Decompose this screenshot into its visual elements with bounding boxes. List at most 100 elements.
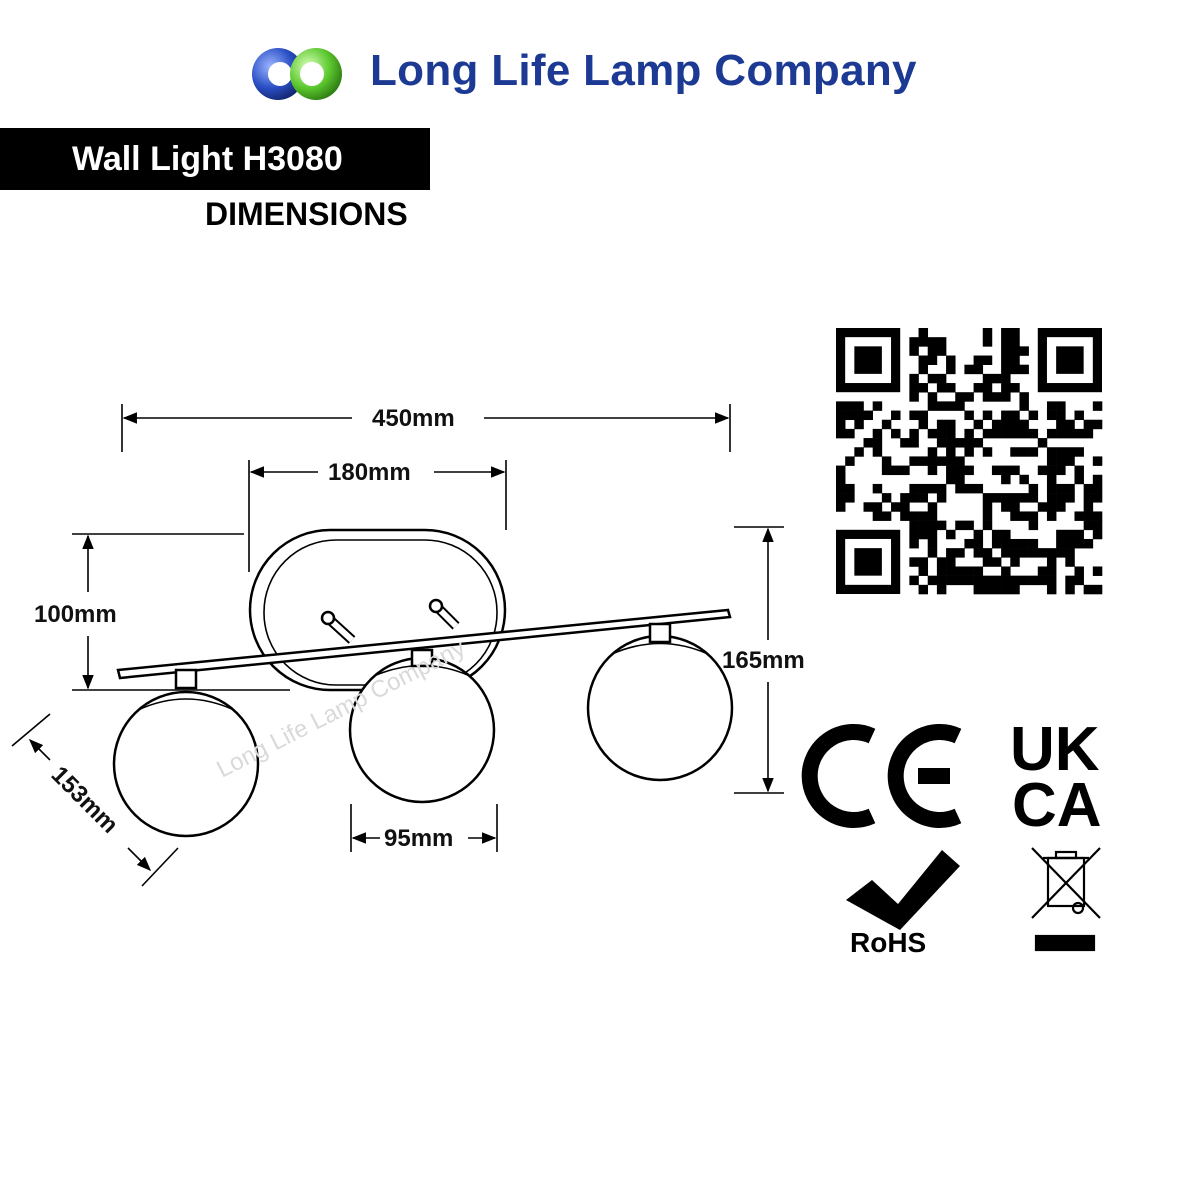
backplate-inner: [263, 539, 498, 686]
qr-module: [927, 511, 938, 521]
qr-module: [1010, 383, 1020, 393]
qr-module: [845, 483, 855, 494]
qr-module: [918, 355, 929, 365]
qr-module: [946, 566, 956, 576]
qr-module: [909, 456, 919, 466]
qr-module: [946, 529, 956, 540]
qr-module: [854, 447, 864, 457]
qr-module: [1010, 575, 1020, 586]
qr-module: [1010, 502, 1020, 512]
qr-module: [1065, 557, 1075, 567]
qr-module: [1074, 410, 1084, 421]
qr-module: [909, 392, 919, 402]
qr-module: [1010, 410, 1020, 421]
stem-cap: [428, 598, 444, 614]
qr-module: [1019, 548, 1029, 558]
qr-module: [1010, 428, 1020, 439]
qr-module: [955, 548, 965, 558]
qr-module: [982, 575, 993, 586]
qr-module: [946, 355, 956, 365]
qr-module: [1010, 548, 1020, 558]
qr-module: [918, 520, 929, 531]
qr-module: [1028, 493, 1039, 503]
qr-finder: [854, 346, 882, 374]
qr-module: [1056, 465, 1066, 476]
qr-module: [936, 428, 947, 439]
qr-module: [982, 410, 993, 421]
qr-module: [1037, 566, 1048, 576]
qr-module: [854, 410, 864, 421]
qr-module: [1056, 502, 1066, 512]
qr-module: [973, 383, 984, 393]
qr-module: [881, 465, 892, 476]
qr-module: [1046, 566, 1057, 576]
qr-module: [1065, 456, 1075, 466]
qr-module: [1083, 584, 1094, 595]
qr-module: [1083, 428, 1094, 439]
qr-module: [1083, 493, 1094, 503]
qr-module: [1010, 328, 1020, 338]
qr-module: [946, 548, 956, 558]
qr-module: [927, 337, 938, 347]
qr-module: [1028, 447, 1039, 457]
qr-module: [1001, 328, 1011, 338]
qr-module: [927, 447, 938, 457]
qr-finder: [854, 548, 882, 576]
label-backplate-width: 180mm: [328, 459, 411, 486]
qr-module: [918, 456, 929, 466]
qr-module: [918, 364, 929, 375]
qr-module: [836, 502, 846, 512]
qr-module: [982, 392, 993, 402]
globe-left: [112, 690, 260, 838]
qr-module: [1046, 410, 1057, 421]
qr-module: [946, 465, 956, 476]
qr-module: [1001, 529, 1011, 540]
qr-module: [863, 438, 873, 448]
qr-module: [1010, 447, 1020, 457]
qr-module: [1046, 575, 1057, 586]
qr-module: [918, 493, 929, 503]
qr-module: [891, 428, 901, 439]
section-subtitle: DIMENSIONS: [205, 196, 408, 232]
product-title: Wall Light H3080: [72, 140, 343, 178]
qr-module: [946, 401, 956, 411]
label-backplate-height: 100mm: [34, 601, 117, 628]
qr-module: [973, 584, 984, 595]
qr-module: [1056, 548, 1066, 558]
qr-module: [982, 557, 993, 567]
qr-module: [936, 557, 947, 567]
qr-module: [918, 410, 929, 421]
qr-module: [1010, 584, 1020, 595]
qr-module: [964, 566, 974, 576]
qr-module: [1010, 511, 1020, 521]
qr-module: [863, 410, 873, 421]
qr-module: [946, 364, 956, 375]
qr-module: [946, 456, 956, 466]
qr-module: [1046, 548, 1057, 558]
qr-module: [1019, 538, 1029, 549]
qr-module: [1001, 566, 1011, 576]
qr-module: [918, 511, 929, 521]
qr-module: [982, 373, 993, 384]
qr-module: [964, 428, 974, 439]
qr-module: [936, 438, 947, 448]
qr-module: [1028, 410, 1039, 421]
qr-module: [1092, 474, 1103, 485]
qr-module: [955, 520, 965, 531]
qr-module: [1001, 548, 1011, 558]
qr-module: [918, 337, 929, 347]
qr-module: [845, 456, 855, 466]
qr-module: [909, 529, 919, 540]
qr-module: [1046, 401, 1057, 411]
qr-module: [973, 575, 984, 586]
qr-module: [918, 529, 929, 540]
qr-module: [927, 548, 938, 558]
qr-module: [964, 364, 974, 375]
qr-module: [1056, 410, 1066, 421]
qr-module: [1046, 502, 1057, 512]
qr-module: [836, 474, 846, 485]
qr-module: [964, 520, 974, 531]
qr-module: [872, 401, 883, 411]
qr-module: [1019, 575, 1029, 586]
globe-holder: [174, 668, 198, 690]
